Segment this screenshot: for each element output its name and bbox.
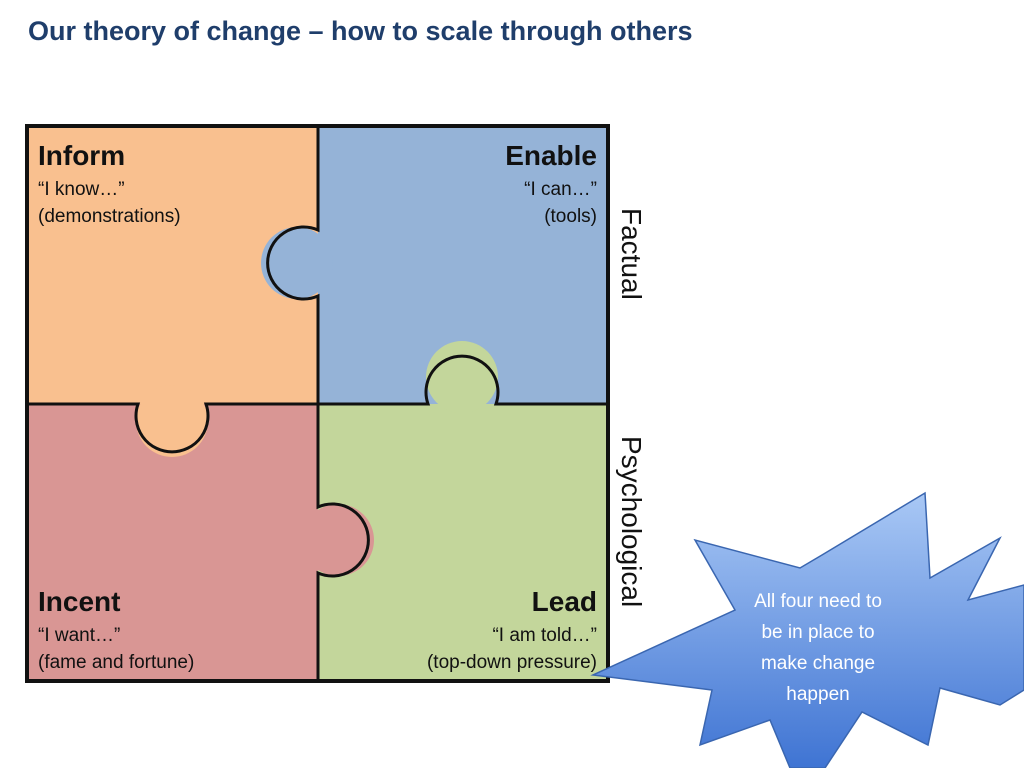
inform-title: Inform xyxy=(38,140,125,171)
axis-label-factual: Factual xyxy=(616,208,647,300)
incent-quote: “I want…” xyxy=(38,625,120,646)
axis-label-psychological: Psychological xyxy=(616,436,647,607)
tab-inform-into-incent xyxy=(136,385,208,457)
inform-note: (demonstrations) xyxy=(38,206,181,227)
tab-incent-into-lead xyxy=(302,504,374,576)
incent-title: Incent xyxy=(38,586,120,617)
page-title: Our theory of change – how to scale thro… xyxy=(28,16,693,46)
enable-quote: “I can…” xyxy=(524,179,597,200)
inform-quote: “I know…” xyxy=(38,179,125,200)
puzzle-seams xyxy=(27,126,608,681)
enable-title: Enable xyxy=(505,140,597,171)
callout-line-1: All four need to xyxy=(754,591,882,612)
incent-note: (fame and fortune) xyxy=(38,652,194,673)
enable-note: (tools) xyxy=(544,206,597,227)
starburst-callout xyxy=(590,491,1024,768)
diagram-border xyxy=(25,124,610,683)
callout-line-4: happen xyxy=(786,684,849,705)
callout-line-3: make change xyxy=(761,653,875,674)
tab-lead-into-enable xyxy=(426,341,498,413)
lead-quote: “I am told…” xyxy=(492,625,597,646)
lead-title: Lead xyxy=(532,586,597,617)
lead-note: (top-down pressure) xyxy=(427,652,597,673)
tab-enable-into-inform xyxy=(261,227,333,299)
callout-line-2: be in place to xyxy=(761,622,874,643)
